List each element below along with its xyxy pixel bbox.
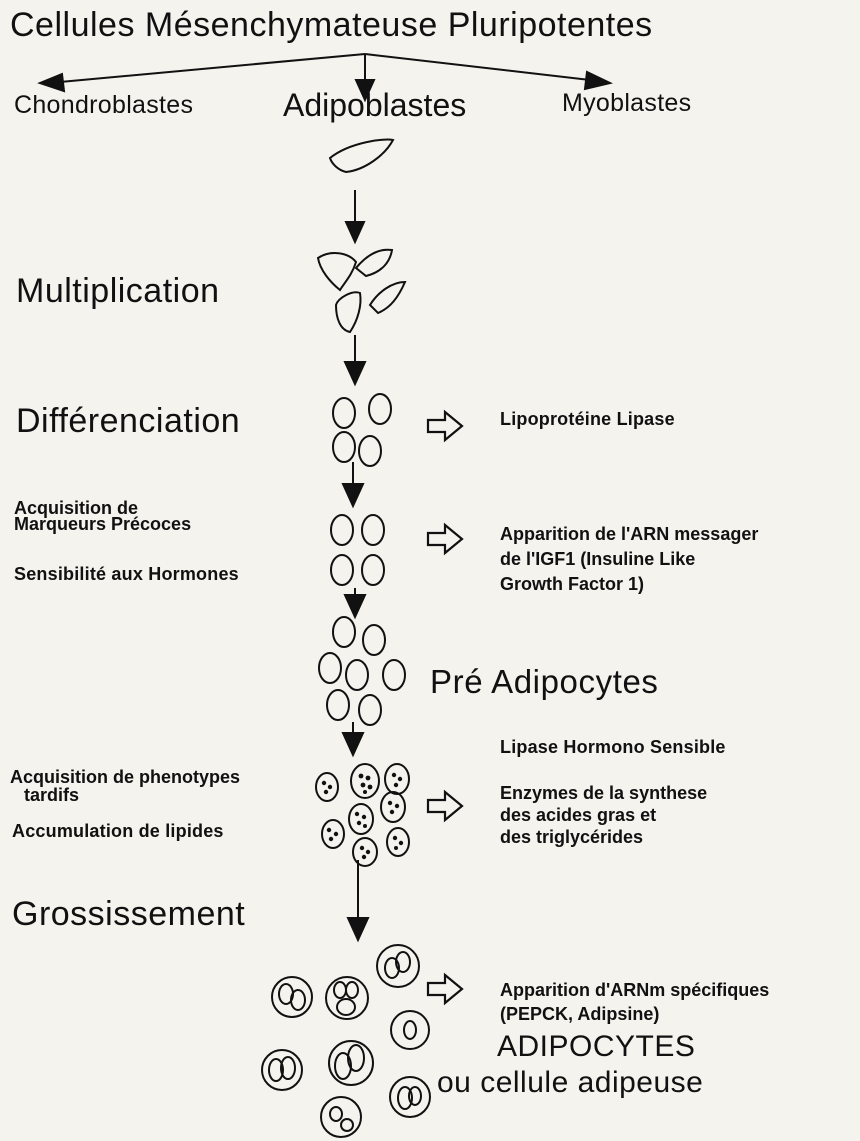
multiplying-cells <box>316 248 407 334</box>
product-lipoproteine-lipase: Lipoprotéine Lipase <box>500 409 675 429</box>
flow-arrows <box>341 190 370 943</box>
stage-differenciation: Différenciation <box>16 402 241 440</box>
stage-lipid-accumulation: Accumulation de lipides <box>12 821 224 841</box>
stage-multiplication: Multiplication <box>16 272 220 310</box>
arnm-line-2: (PEPCK, Adipsine) <box>500 1004 660 1024</box>
diagram-title: Cellules Mésenchymateuse Pluripotentes <box>10 6 653 44</box>
side-arrows <box>426 409 464 1006</box>
lipid-cells <box>315 763 410 867</box>
arn-igf1-line-2: de l'IGF1 (Insuline Like <box>500 549 696 569</box>
branch-adipoblastes: Adipoblastes <box>283 87 467 123</box>
adipoblast-cell <box>328 138 395 174</box>
stage-pre-adipocytes: Pré Adipocytes <box>430 663 659 700</box>
product-lipase-hormono: Lipase Hormono Sensible <box>500 737 726 757</box>
adipocyte-cells <box>261 944 431 1138</box>
stage-cellule-adipeuse: ou cellule adipeuse <box>437 1066 704 1099</box>
enzymes-line-2: des acides gras et <box>500 805 657 825</box>
branch-arrows <box>37 53 613 103</box>
early-markers-line-1: Acquisition de <box>14 498 139 518</box>
branch-myoblastes: Myoblastes <box>562 89 692 117</box>
stage-hormone-sensitivity: Sensibilité aux Hormones <box>14 564 239 584</box>
early-markers-line-2: Marqueurs Précoces <box>14 514 192 534</box>
pre-adipocyte-cells <box>318 616 406 726</box>
enzymes-line-1: Enzymes de la synthese <box>500 783 708 803</box>
stage-adipocytes: ADIPOCYTES <box>497 1030 696 1063</box>
stage-grossissement: Grossissement <box>12 895 246 933</box>
product-arn-igf1: Apparition de l'ARN messager de l'IGF1 (… <box>500 522 758 597</box>
enzymes-line-3: des triglycérides <box>500 827 644 847</box>
stage-early-markers: Acquisition de Marqueurs Précoces <box>14 498 192 534</box>
product-enzymes: Enzymes de la synthese des acides gras e… <box>500 782 707 848</box>
late-phenotypes-line-1: Acquisition de phenotypes <box>10 767 241 787</box>
arn-igf1-line-1: Apparition de l'ARN messager <box>500 524 759 544</box>
branch-chondroblastes: Chondroblastes <box>14 91 194 119</box>
stage-late-phenotypes: Acquisition de phenotypes tardifs <box>10 768 240 804</box>
arn-igf1-line-3: Growth Factor 1) <box>500 574 645 594</box>
early-marker-cells <box>330 514 385 586</box>
product-arnm-specifiques: Apparition d'ARNm spécifiques (PEPCK, Ad… <box>500 978 769 1026</box>
arnm-line-1: Apparition d'ARNm spécifiques <box>500 980 770 1000</box>
differentiating-cells <box>332 393 392 467</box>
late-phenotypes-line-2: tardifs <box>24 785 80 805</box>
